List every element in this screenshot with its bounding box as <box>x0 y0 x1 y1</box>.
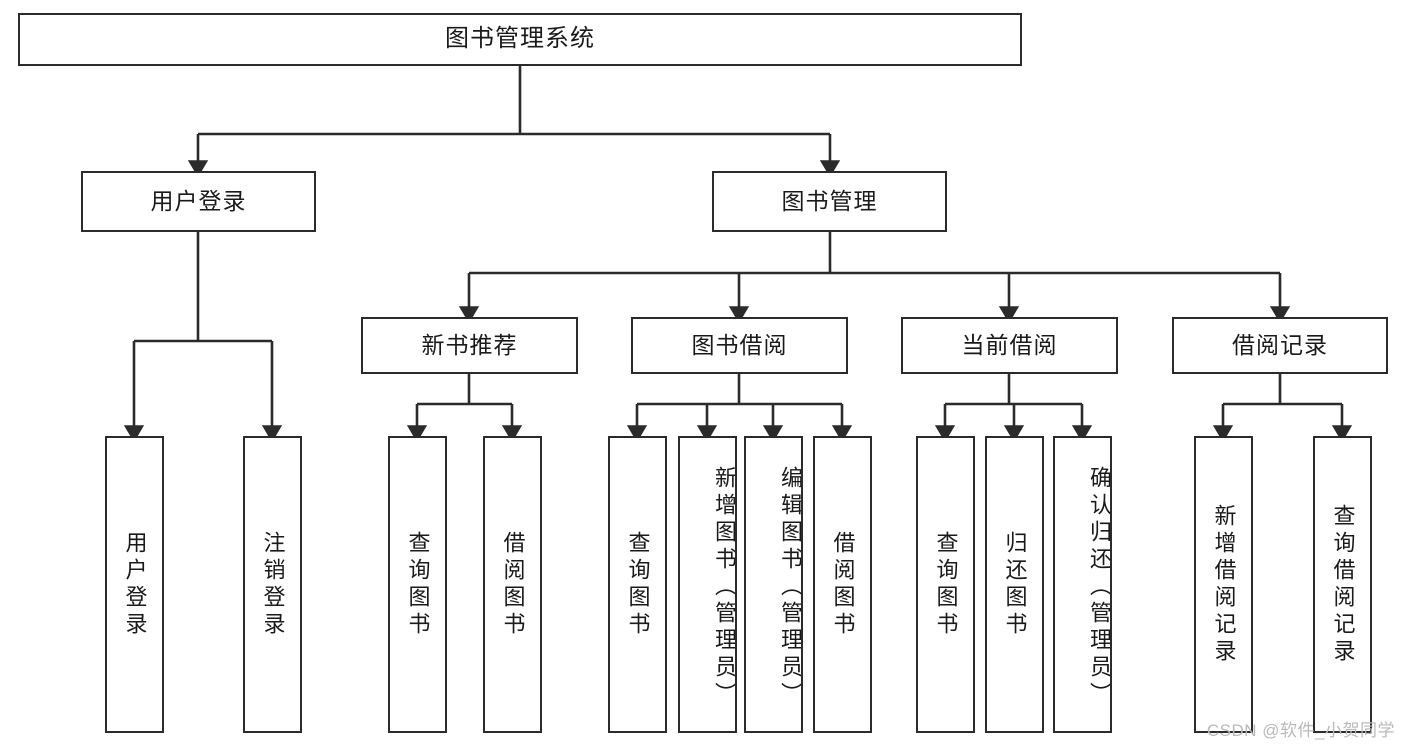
node-leaf-return-book-label: 归还图书 <box>1002 530 1028 639</box>
node-borrow-record[interactable]: 借阅记录 <box>1172 317 1388 374</box>
node-borrow-record-label: 借阅记录 <box>1232 331 1328 358</box>
node-leaf-query-book-3[interactable]: 查询图书 <box>916 436 975 733</box>
node-root[interactable]: 图书管理系统 <box>18 13 1022 66</box>
node-leaf-add-record[interactable]: 新增借阅记录 <box>1194 436 1253 733</box>
node-leaf-query-book-1-label: 查询图书 <box>405 530 431 639</box>
node-leaf-edit-book[interactable]: 编辑图书（管理员） <box>744 436 803 733</box>
watermark: CSDN @软件_小贺同学 <box>1206 721 1395 740</box>
node-leaf-user-logout-label: 注销登录 <box>260 530 286 639</box>
node-leaf-confirm-return[interactable]: 确认归还（管理员） <box>1053 436 1112 733</box>
node-new-book-recommend-label: 新书推荐 <box>421 331 518 358</box>
node-leaf-add-record-label: 新增借阅记录 <box>1211 503 1237 666</box>
node-new-book-recommend[interactable]: 新书推荐 <box>361 317 578 374</box>
node-leaf-borrow-book-2-label: 借阅图书 <box>830 530 856 639</box>
node-leaf-return-book[interactable]: 归还图书 <box>985 436 1044 733</box>
node-leaf-query-book-3-label: 查询图书 <box>933 530 959 639</box>
node-leaf-edit-book-label: 编辑图书（管理员） <box>778 466 803 709</box>
node-root-label: 图书管理系统 <box>445 25 595 53</box>
node-book-borrow-label: 图书借阅 <box>691 331 788 358</box>
node-leaf-add-book[interactable]: 新增图书（管理员） <box>678 436 737 733</box>
node-leaf-add-book-label: 新增图书（管理员） <box>712 466 737 709</box>
node-leaf-confirm-return-label: 确认归还（管理员） <box>1087 466 1112 709</box>
node-current-borrow[interactable]: 当前借阅 <box>901 317 1118 374</box>
node-user-login[interactable]: 用户登录 <box>81 171 316 232</box>
node-leaf-query-record-label: 查询借阅记录 <box>1330 503 1356 666</box>
node-leaf-borrow-book-2[interactable]: 借阅图书 <box>813 436 872 733</box>
node-book-manage[interactable]: 图书管理 <box>712 171 947 232</box>
node-leaf-user-logout[interactable]: 注销登录 <box>243 436 302 733</box>
node-leaf-borrow-book-1[interactable]: 借阅图书 <box>483 436 542 733</box>
node-leaf-query-record[interactable]: 查询借阅记录 <box>1313 436 1372 733</box>
node-user-login-label: 用户登录 <box>150 187 247 214</box>
node-leaf-borrow-book-1-label: 借阅图书 <box>500 530 526 639</box>
node-leaf-user-login[interactable]: 用户登录 <box>105 436 164 733</box>
node-leaf-query-book-1[interactable]: 查询图书 <box>388 436 447 733</box>
node-leaf-user-login-label: 用户登录 <box>122 530 148 639</box>
node-current-borrow-label: 当前借阅 <box>961 331 1058 358</box>
node-leaf-query-book-2[interactable]: 查询图书 <box>608 436 667 733</box>
node-book-borrow[interactable]: 图书借阅 <box>631 317 848 374</box>
node-book-manage-label: 图书管理 <box>781 187 878 214</box>
node-leaf-query-book-2-label: 查询图书 <box>625 530 651 639</box>
